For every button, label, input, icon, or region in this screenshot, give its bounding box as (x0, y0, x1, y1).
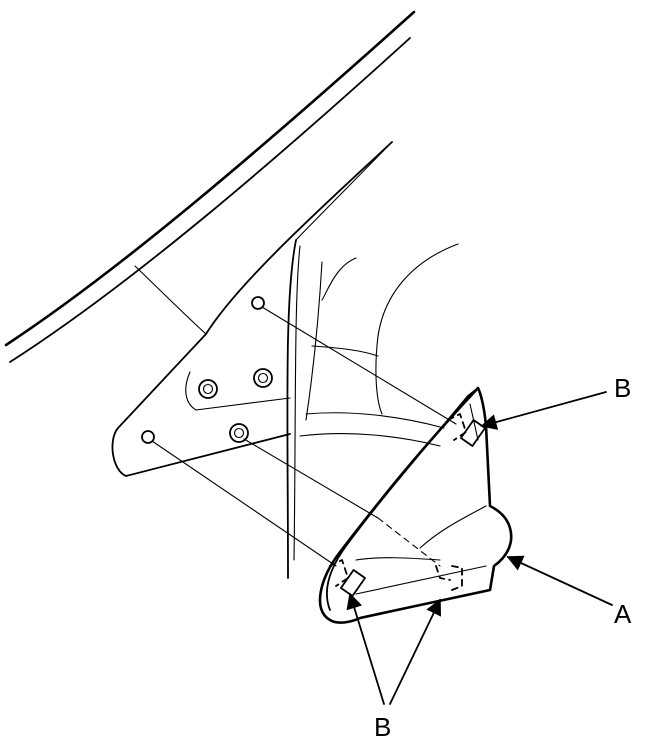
clip-icon (460, 419, 486, 447)
callout-labels: B A B (374, 373, 632, 742)
alignment-lines (151, 306, 457, 567)
hole-icon (251, 296, 265, 310)
mirror-base-plate (111, 296, 291, 477)
clip-icon (340, 569, 366, 597)
callout-a: A (614, 599, 632, 629)
mirror-trim-cover (318, 386, 513, 624)
callout-b-bottom: B (374, 712, 391, 742)
hole-icon (141, 430, 155, 444)
leader-lines (346, 391, 613, 705)
door-frame (205, 141, 459, 579)
windshield-pillar (4, 10, 416, 363)
callout-b-top: B (614, 373, 631, 403)
